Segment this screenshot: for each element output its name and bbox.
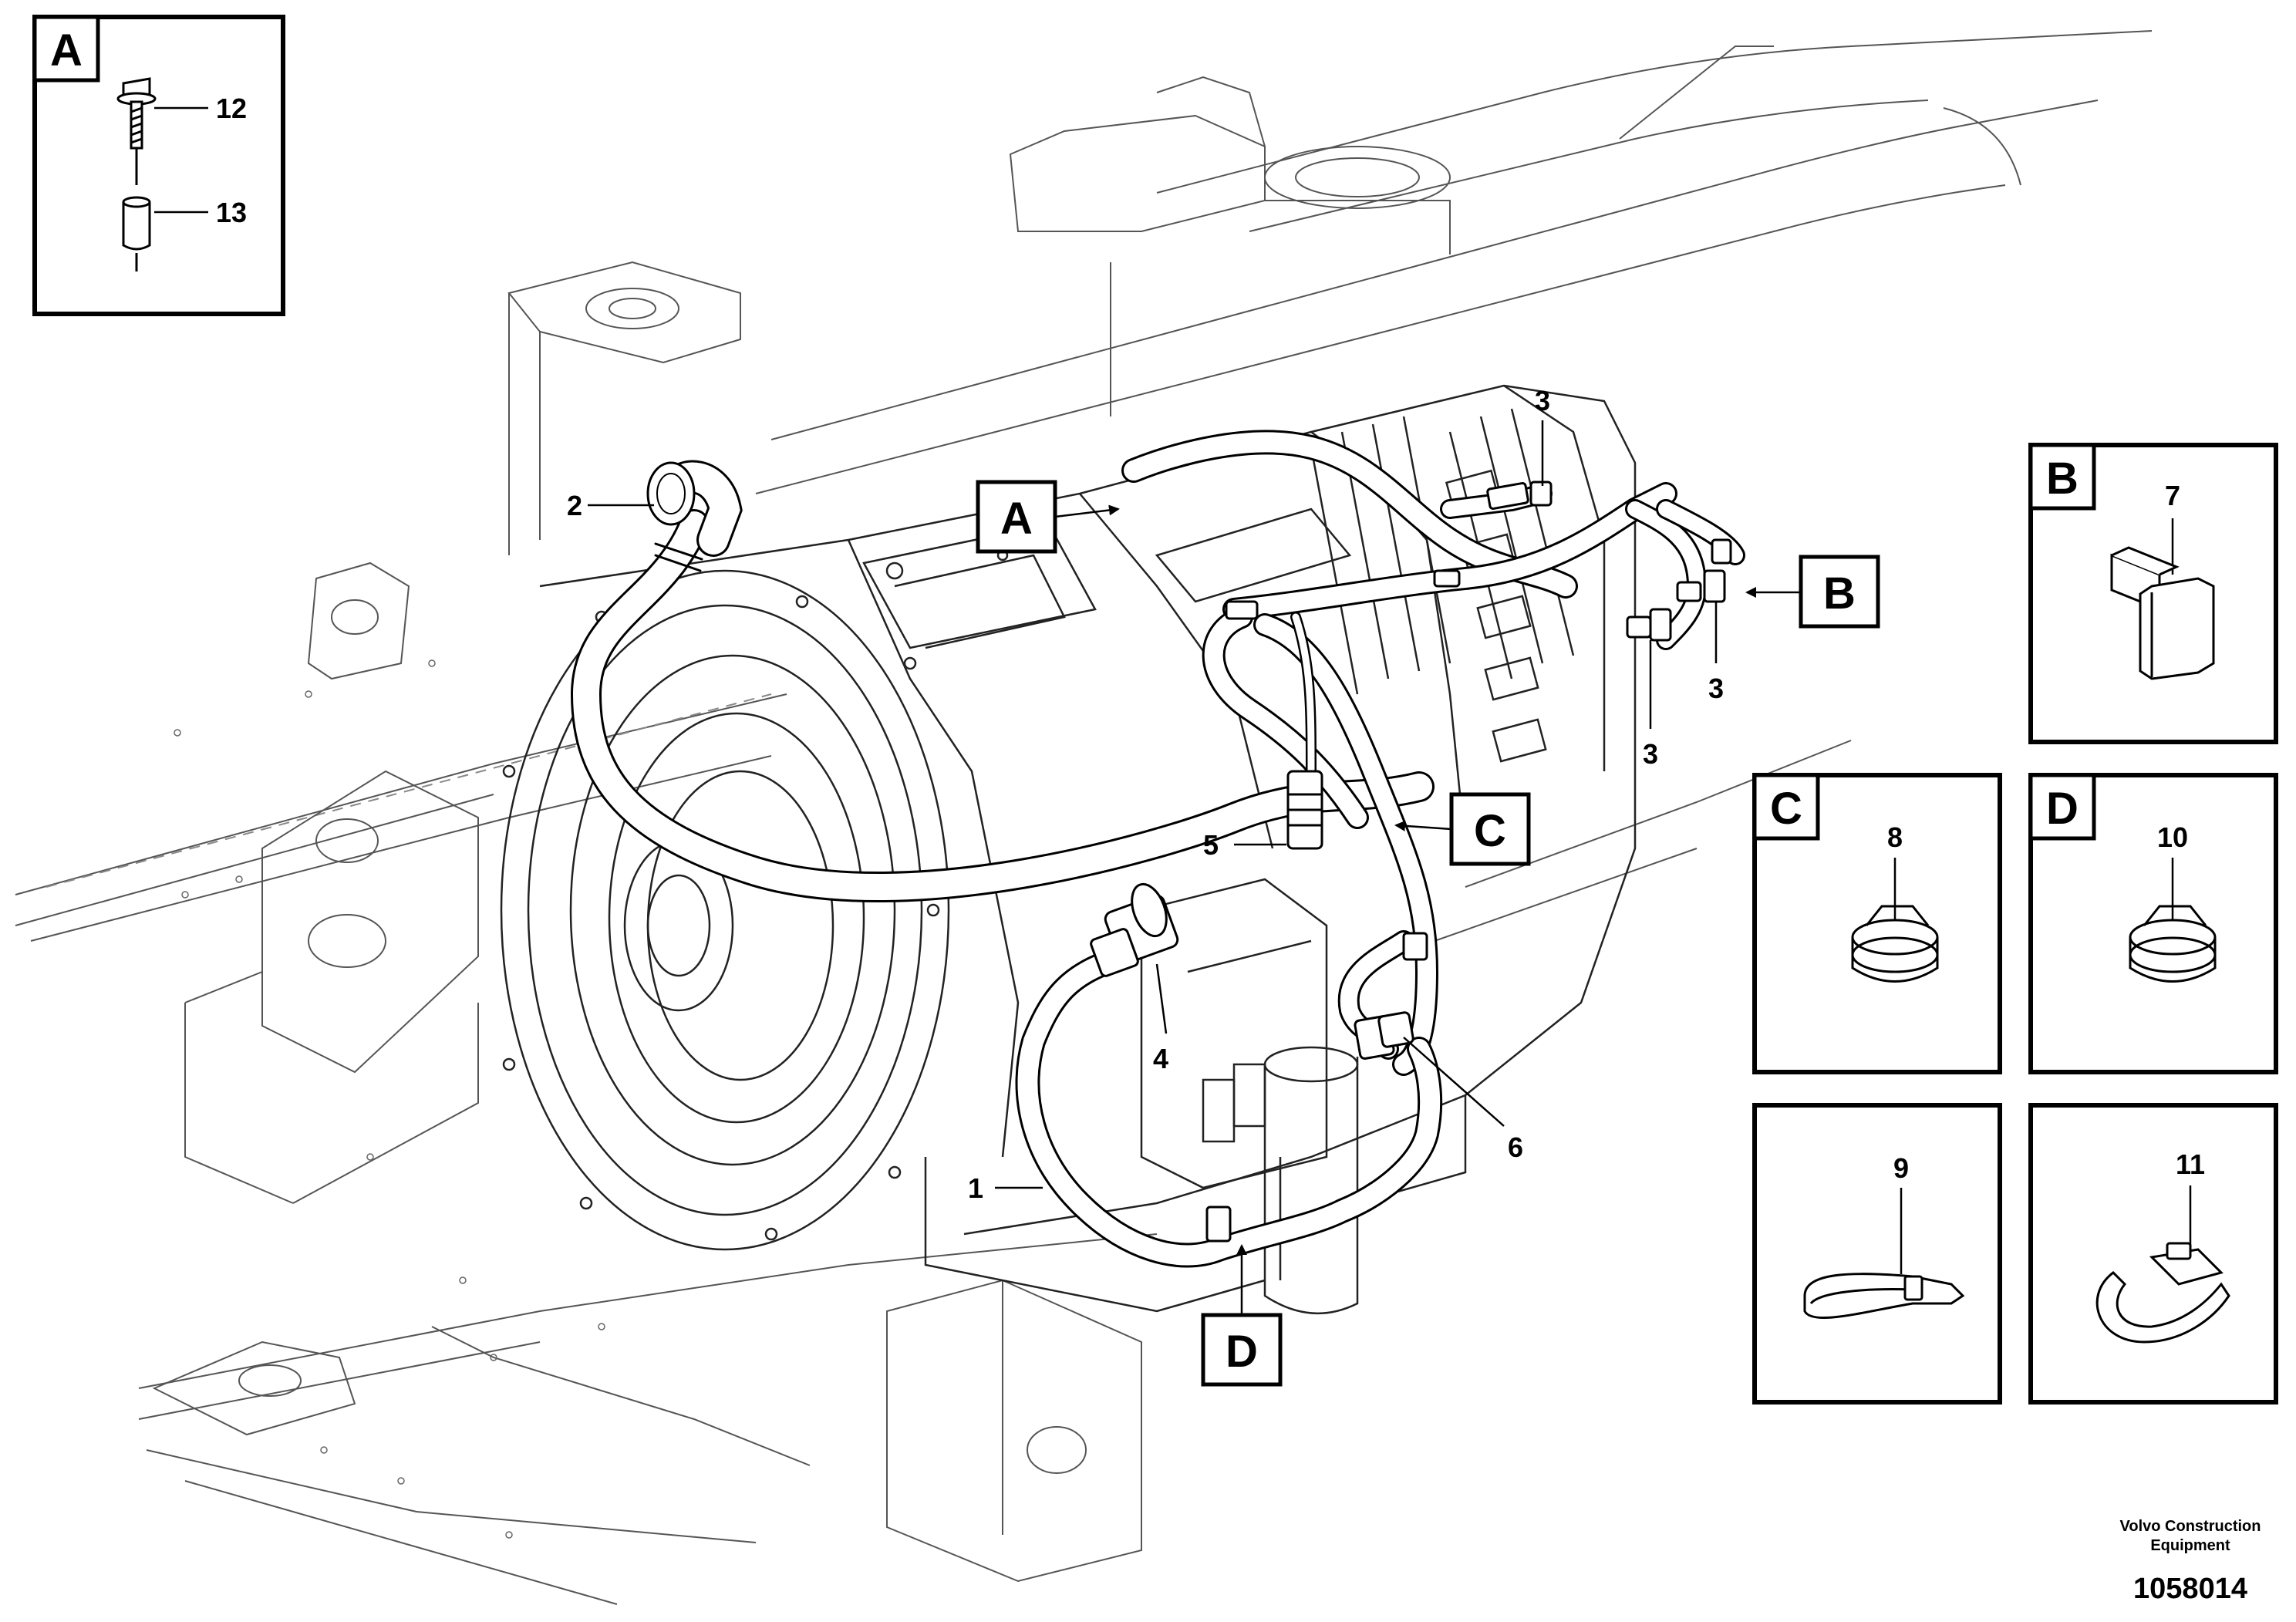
callout-10: 10	[2157, 821, 2188, 853]
callout-2: 2	[567, 490, 582, 521]
view-marker-b-label: B	[1823, 568, 1856, 619]
leader-a	[1054, 504, 1120, 518]
view-marker-d: D	[1201, 1313, 1283, 1387]
callout-numbers: 2 5 1 4 6 3 3 3	[567, 385, 1724, 1204]
callout-7: 7	[2165, 480, 2180, 511]
hose-top	[1121, 430, 1745, 650]
inset-c-letter: C	[1770, 784, 1802, 834]
inset-a-letter: A	[50, 25, 83, 76]
leader-4	[1155, 963, 1168, 1034]
hose-2	[570, 460, 1435, 903]
inset-a: A 12 13	[32, 15, 285, 316]
callout-3-top: 3	[1535, 385, 1550, 416]
callout-12: 12	[216, 93, 247, 124]
inset-b: B 7	[2028, 443, 2278, 744]
callout-8: 8	[1887, 821, 1903, 853]
callout-6: 6	[1508, 1131, 1523, 1163]
cable-tie-icon	[1803, 1273, 1965, 1320]
inset-d-letter: D	[2046, 784, 2079, 834]
callout-5: 5	[1203, 829, 1219, 861]
callout-13: 13	[216, 197, 247, 228]
plug-icon	[2110, 546, 2215, 680]
view-marker-d-label: D	[1226, 1327, 1258, 1377]
inset-d: D 10	[2028, 773, 2278, 1074]
leader-lines	[588, 420, 1801, 1315]
chassis-frame	[15, 30, 2153, 1605]
company-line-2: Equipment	[2150, 1537, 2230, 1554]
view-marker-a-label: A	[1000, 494, 1033, 544]
footer: Volvo Construction Equipment 1058014	[2120, 1518, 2261, 1605]
callout-9: 9	[1893, 1152, 1909, 1184]
view-marker-c: C	[1449, 792, 1531, 866]
spacer-icon	[122, 196, 151, 271]
inset-c: C 8	[1752, 773, 2002, 1074]
figure-number: 1058014	[2133, 1573, 2247, 1605]
callout-3-right: 3	[1708, 673, 1724, 704]
bolt-icon	[116, 77, 157, 185]
callout-4: 4	[1153, 1043, 1168, 1074]
strap-clip-icon	[2095, 1242, 2230, 1344]
frame-holes	[174, 659, 605, 1539]
callout-11: 11	[2176, 1148, 2205, 1180]
leader-6	[1403, 1037, 1505, 1127]
callout-3-bottom: 3	[1643, 738, 1658, 770]
view-marker-c-label: C	[1474, 806, 1506, 856]
view-marker-b: B	[1799, 555, 1880, 629]
inset-f: 11	[2028, 1103, 2278, 1404]
view-marker-a: A	[976, 480, 1057, 554]
inset-b-letter: B	[2046, 454, 2079, 504]
company-line-1: Volvo Construction	[2120, 1518, 2261, 1535]
transmission-housing	[500, 384, 1637, 1315]
leader-c	[1394, 820, 1452, 831]
callout-1: 1	[968, 1172, 983, 1204]
clip-icon-c	[1851, 905, 1939, 983]
clip-icon-d	[2129, 905, 2217, 983]
hose-1	[1015, 952, 1443, 1268]
inset-e: 9	[1752, 1103, 2002, 1404]
fittings	[1090, 481, 1732, 1243]
